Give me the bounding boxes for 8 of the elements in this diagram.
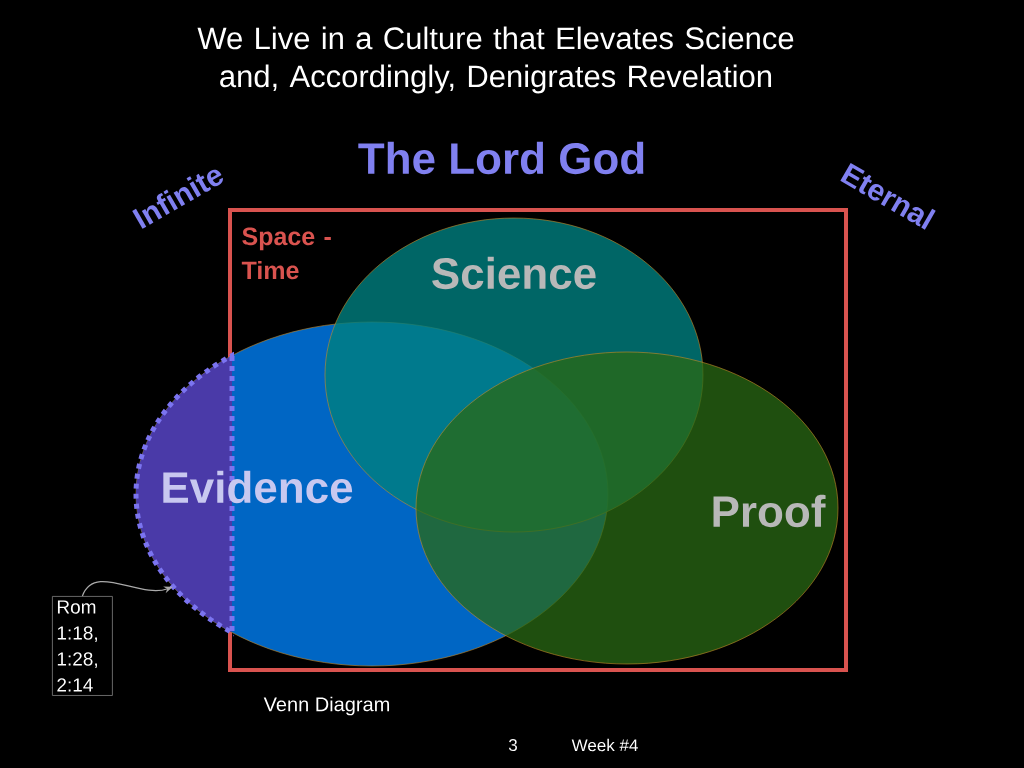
title: We Live in a Culture that Elevates Science and, Accordingly, Denigrates Revelation	[197, 26, 794, 94]
venn-label: Proof	[713, 494, 826, 528]
reference-box: Rom 1:18, 1:28, 2:14	[52, 596, 113, 696]
venn-label: Science	[432, 256, 596, 290]
footer-label: Week #4	[571, 738, 638, 752]
caption-label: Venn Diagram	[263, 696, 389, 716]
heading-label: The Lord God	[358, 141, 644, 175]
page-number: 3	[508, 739, 517, 752]
